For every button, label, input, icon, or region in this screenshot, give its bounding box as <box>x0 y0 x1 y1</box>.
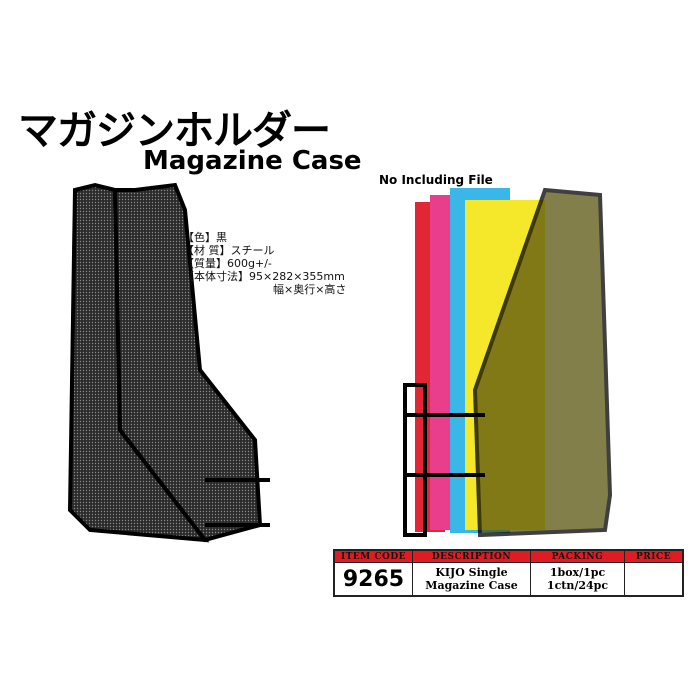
packing-line: 1box/1pc <box>549 566 606 579</box>
header-packing: Packing <box>530 549 625 563</box>
price <box>624 562 684 597</box>
title-japanese: マガジンホルダー <box>18 108 331 154</box>
specifications: 【色】黒 【材 質】スチール 【質量】600g+/- 【本体寸法】95×282×… <box>183 231 346 296</box>
table-header-row: Item Code Description Packing Price <box>333 549 684 563</box>
description-line: KIJO Single <box>435 566 508 579</box>
packing-line: 1ctn/24pc <box>546 579 609 592</box>
spec-material: 【材 質】スチール <box>183 244 275 257</box>
spec-color: 【色】黒 <box>183 231 227 244</box>
spec-dimensions: 【本体寸法】95×282×355mm <box>183 270 345 283</box>
magazine-holder-image-right <box>403 187 613 538</box>
no-file-note: No Including File <box>379 173 493 187</box>
item-code: 9265 <box>333 562 413 597</box>
spec-dimensions-legend: 幅×奥行×高さ <box>273 283 347 296</box>
title-english: Magazine Case <box>143 146 362 176</box>
magazine-holder-image-left <box>67 182 270 543</box>
spec-weight: 【質量】600g+/- <box>183 257 272 270</box>
header-price: Price <box>624 549 684 563</box>
product-info-table: Item Code Description Packing Price 9265… <box>333 549 684 597</box>
header-item-code: Item Code <box>333 549 413 563</box>
header-description: Description <box>412 549 531 563</box>
description-line: Magazine Case <box>425 579 518 592</box>
